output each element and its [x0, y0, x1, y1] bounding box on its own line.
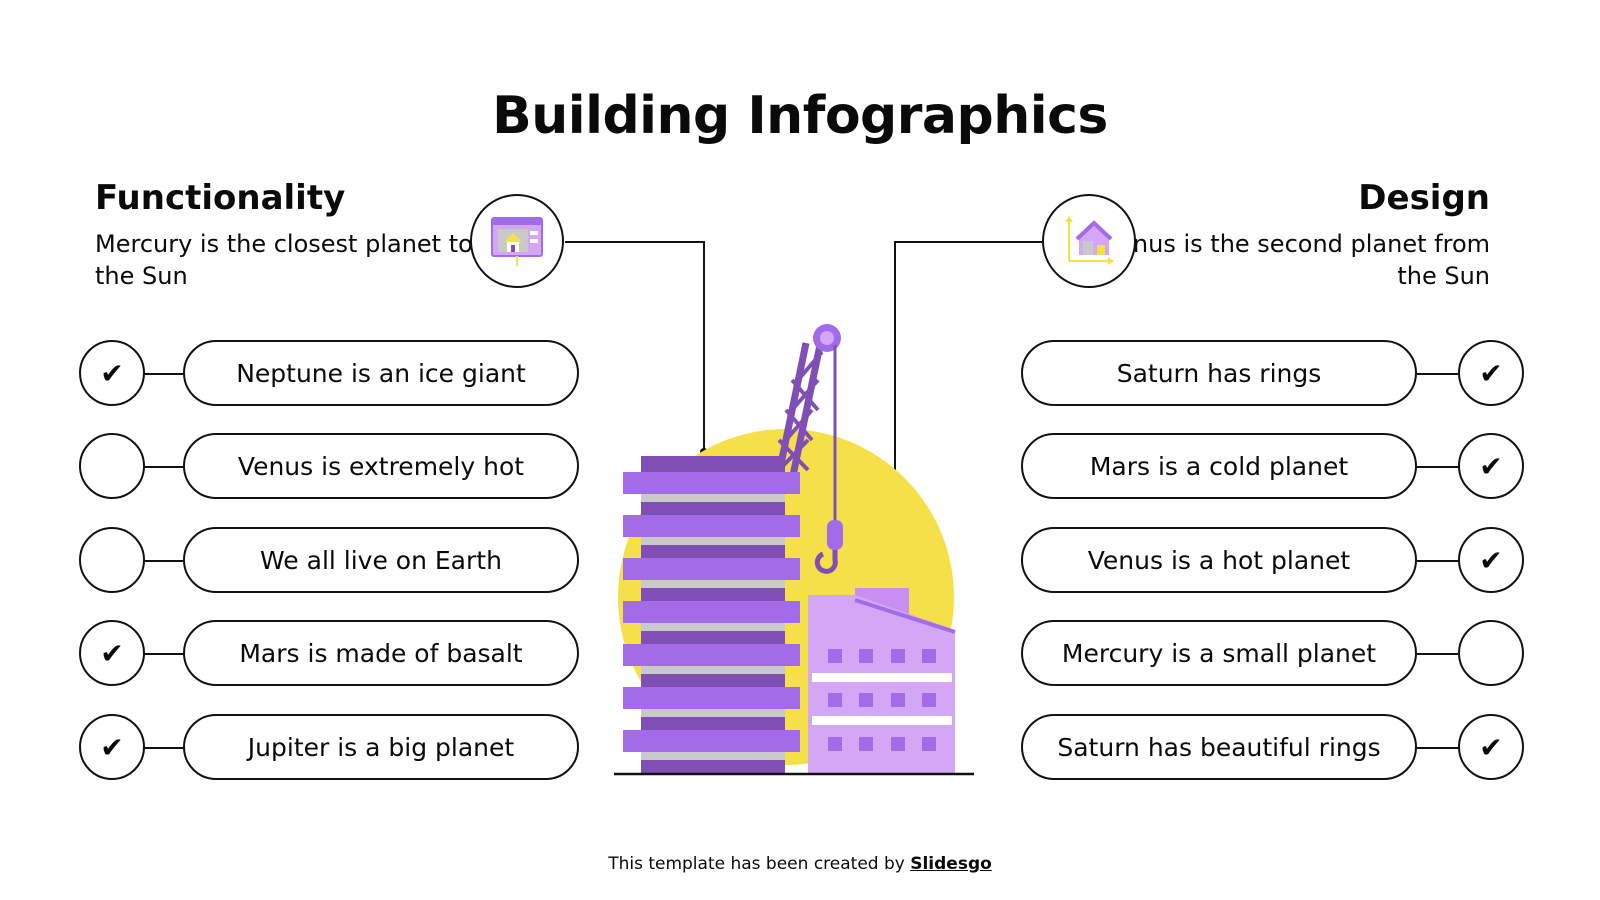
page-title: Building Infographics: [492, 86, 1108, 146]
check-icon: ✔: [1479, 543, 1503, 577]
list-item: We all live on Earth: [183, 527, 579, 593]
check-icon: ✔: [1479, 356, 1503, 390]
house-chart-icon: [1042, 194, 1136, 288]
check-icon: ✔: [1479, 730, 1503, 764]
checkbox-1[interactable]: ✔: [79, 340, 145, 406]
check-icon: ✔: [100, 356, 124, 390]
list-item: Mars is a cold planet: [1021, 433, 1417, 499]
slidesgo-link[interactable]: Slidesgo: [910, 854, 992, 874]
connector-line: [144, 653, 184, 655]
check-icon: ✔: [100, 636, 124, 670]
connector-line: [144, 747, 184, 749]
blueprint-house-icon: [470, 194, 564, 288]
list-item: Saturn has rings: [1021, 340, 1417, 406]
connector-line: [144, 560, 184, 562]
list-item: Jupiter is a big planet: [183, 714, 579, 780]
footer-text: This template has been created by: [608, 854, 905, 874]
checkbox-2[interactable]: [79, 433, 145, 499]
low-building: [808, 588, 956, 774]
design-description: Venus is the second planet from the Sun: [1103, 230, 1490, 290]
functionality-heading: Functionality: [95, 178, 346, 218]
checkbox-9[interactable]: [1458, 620, 1524, 686]
list-item: Venus is extremely hot: [183, 433, 579, 499]
checkbox-5[interactable]: ✔: [79, 714, 145, 780]
check-icon: ✔: [1479, 449, 1503, 483]
checkbox-8[interactable]: ✔: [1458, 527, 1524, 593]
design-heading: Design: [1358, 178, 1490, 218]
list-item: Mars is made of basalt: [183, 620, 579, 686]
callout-line-left: [565, 241, 705, 452]
connector-line: [1417, 747, 1459, 749]
list-item: Venus is a hot planet: [1021, 527, 1417, 593]
connector-line: [1417, 466, 1459, 468]
tall-building: [623, 456, 800, 774]
footer: This template has been created by Slides…: [0, 854, 1600, 874]
list-item: Neptune is an ice giant: [183, 340, 579, 406]
connector-line: [144, 466, 184, 468]
checkbox-10[interactable]: ✔: [1458, 714, 1524, 780]
checkbox-4[interactable]: ✔: [79, 620, 145, 686]
connector-line: [144, 373, 184, 375]
checkbox-3[interactable]: [79, 527, 145, 593]
connector-line: [1417, 653, 1459, 655]
connector-line: [1417, 560, 1459, 562]
checkbox-7[interactable]: ✔: [1458, 433, 1524, 499]
list-item: Mercury is a small planet: [1021, 620, 1417, 686]
connector-line: [1417, 373, 1459, 375]
checkbox-6[interactable]: ✔: [1458, 340, 1524, 406]
list-item: Saturn has beautiful rings: [1021, 714, 1417, 780]
check-icon: ✔: [100, 730, 124, 764]
functionality-description: Mercury is the closest planet to the Sun: [95, 230, 473, 290]
